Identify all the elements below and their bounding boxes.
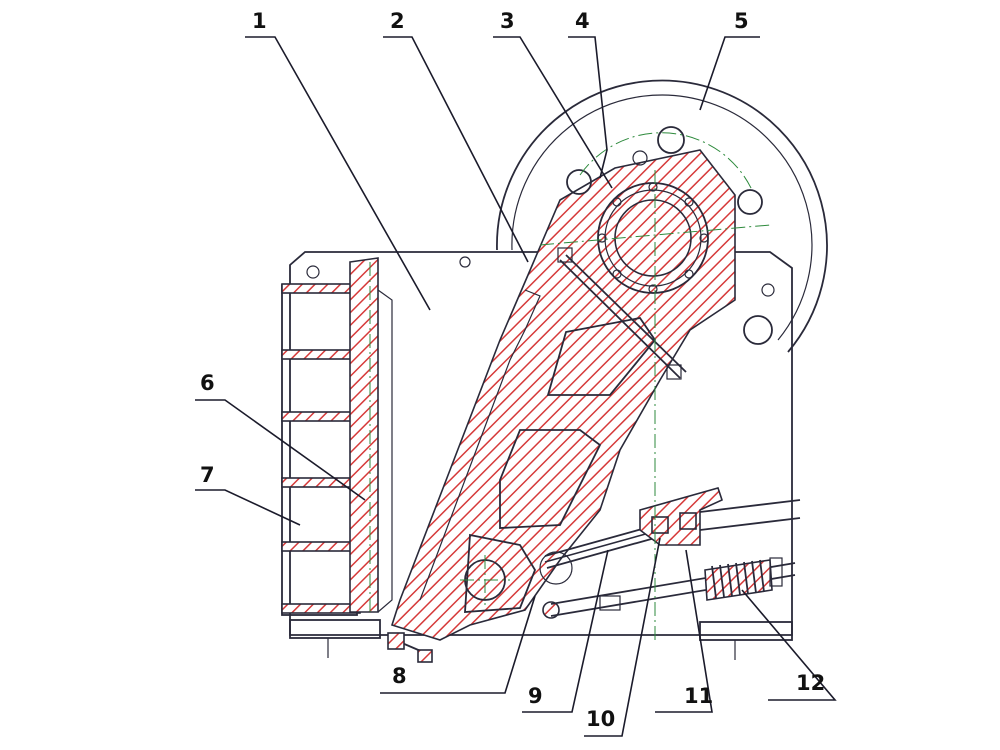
toggle-seat-block bbox=[639, 487, 801, 546]
upper-tie-rod bbox=[557, 247, 687, 380]
part-label-11: 11 bbox=[684, 684, 713, 708]
part-label-2: 2 bbox=[390, 9, 405, 33]
part-label-8: 8 bbox=[392, 664, 407, 688]
part-label-1: 1 bbox=[252, 9, 267, 33]
bearing-rollers bbox=[597, 182, 709, 294]
frame-body bbox=[289, 251, 793, 660]
part-label-9: 9 bbox=[528, 684, 543, 708]
discharge-bolt bbox=[387, 632, 433, 663]
part-label-5: 5 bbox=[734, 9, 749, 33]
toggle-plate bbox=[464, 523, 663, 601]
part-label-4: 4 bbox=[575, 9, 590, 33]
part-label-10: 10 bbox=[586, 707, 615, 731]
part-labels: 1 2 3 4 5 6 7 8 9 10 11 12 bbox=[200, 9, 825, 731]
part-label-7: 7 bbox=[200, 463, 215, 487]
flywheel bbox=[496, 79, 828, 353]
compression-spring bbox=[704, 557, 783, 601]
leader-lines bbox=[195, 36, 837, 737]
part-label-6: 6 bbox=[200, 371, 215, 395]
part-label-3: 3 bbox=[500, 9, 515, 33]
eccentric-shaft bbox=[566, 126, 773, 345]
part-label-12: 12 bbox=[796, 671, 825, 695]
frame-side-wall bbox=[281, 257, 393, 616]
